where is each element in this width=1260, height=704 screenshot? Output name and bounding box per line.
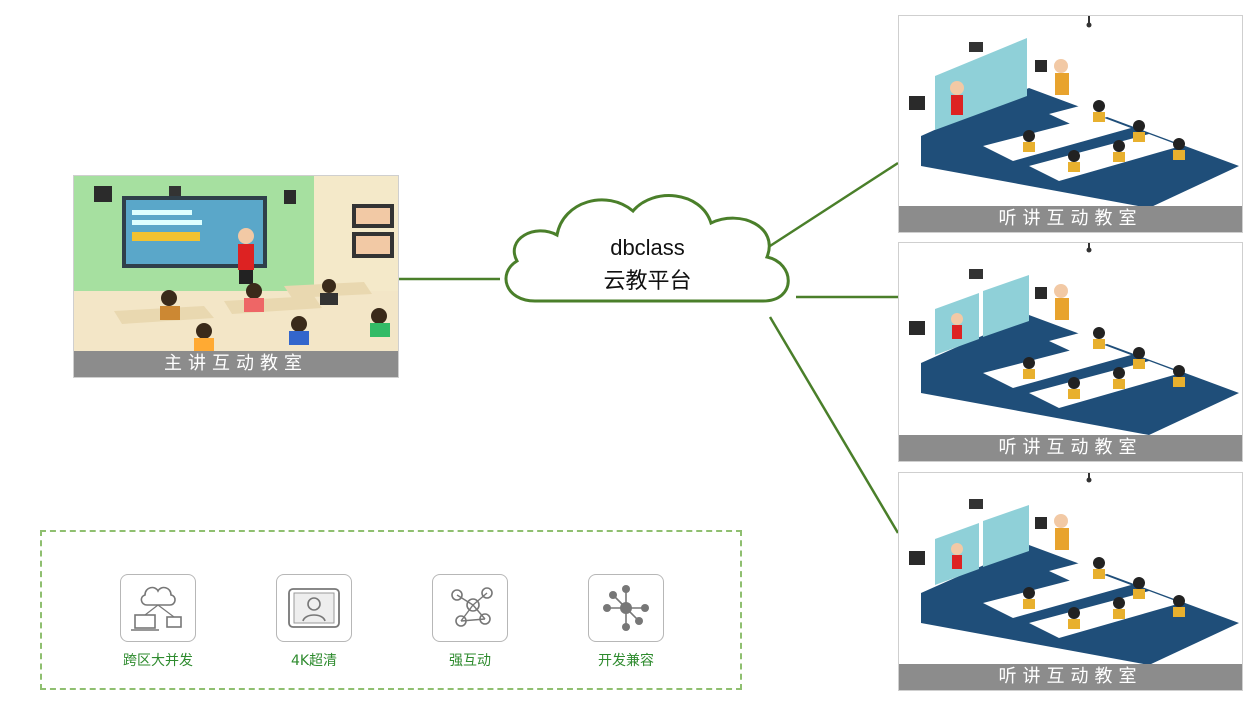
cloud-shape [504,194,790,303]
listen-classroom-caption: 听讲互动教室 [899,435,1242,461]
feature-item: 开发兼容 [566,574,686,670]
video-call-icon [276,574,352,642]
cloud-title: dbclass [610,235,685,260]
listen-classroom-illustration [909,16,1239,206]
main-classroom-panel: 主讲互动教室 [73,175,399,378]
cloud-devices-icon [120,574,196,642]
main-classroom-illustration [74,176,398,351]
cloud-node: dbclass 云教平台 [495,183,800,318]
feature-label: 强互动 [449,653,491,669]
listen-classroom-caption: 听讲互动教室 [899,206,1242,232]
listen-classroom-panel-3: 听讲互动教室 [898,472,1243,691]
listen-classroom-caption: 听讲互动教室 [899,664,1242,690]
network-nodes-icon [432,574,508,642]
feature-label: 4K超清 [290,653,338,669]
main-classroom-caption: 主讲互动教室 [74,351,398,377]
cloud-subtitle: 云教平台 [603,269,692,294]
feature-item: 4K超清 [254,574,374,670]
listen-classroom-illustration [909,243,1239,435]
feature-label: 开发兼容 [598,653,654,669]
listen-classroom-illustration [909,473,1239,664]
feature-item: 跨区大并发 [98,574,218,670]
listen-classroom-panel-2: 听讲互动教室 [898,242,1243,462]
feature-label: 跨区大并发 [123,653,193,669]
feature-item: 强互动 [410,574,530,670]
features-box: 跨区大并发 4K超清 [40,530,742,690]
hub-icon [588,574,664,642]
listen-classroom-panel-1: 听讲互动教室 [898,15,1243,233]
